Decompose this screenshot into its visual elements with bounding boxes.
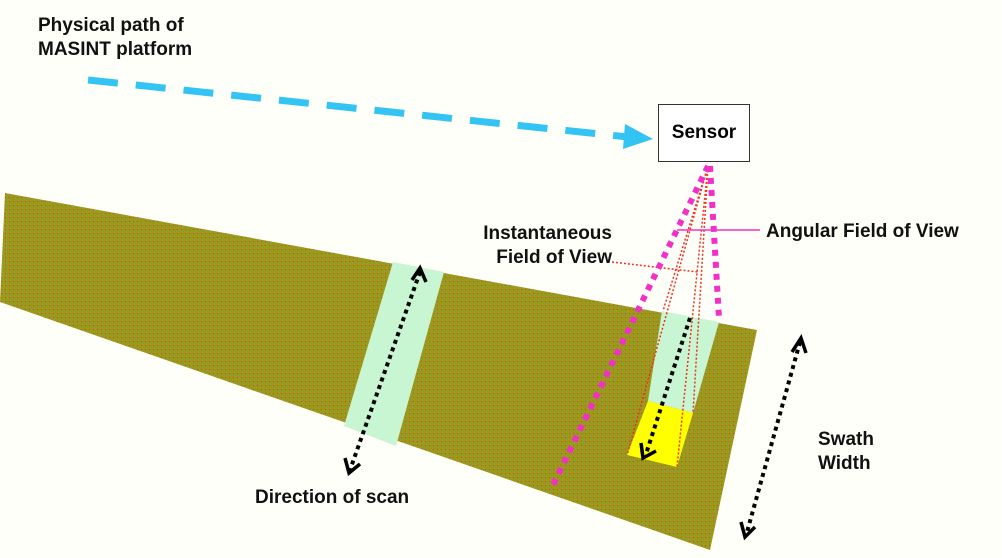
sensor-label: Sensor: [671, 122, 737, 143]
afov-lines: [550, 164, 722, 487]
swath-width-label: Swath Width: [818, 428, 874, 476]
swath-line2: Width: [818, 453, 871, 474]
platform-path-label: Physical path of MASINT platform: [38, 14, 192, 62]
platform-path-arrowhead: [623, 124, 653, 149]
scan-arrow-left: [348, 271, 422, 471]
scan-strip-left: [344, 262, 444, 446]
platform-path-line2: MASINT platform: [38, 39, 193, 60]
platform-path-line1: Physical path of: [38, 15, 184, 36]
ifov-lines: [611, 165, 709, 468]
ifov-line2: Field of View: [496, 247, 612, 268]
platform-path-arrow: [87, 76, 629, 141]
ifov-label: Instantaneous Field of View: [462, 222, 612, 270]
swath-line1: Swath: [818, 429, 874, 450]
afov-label: Angular Field of View: [766, 221, 959, 242]
sensor-box: Sensor: [658, 104, 750, 162]
scan-direction-label: Direction of scan: [255, 487, 410, 508]
ifov-line1: Instantaneous: [483, 223, 612, 244]
swath-width-arrow: [745, 341, 802, 533]
